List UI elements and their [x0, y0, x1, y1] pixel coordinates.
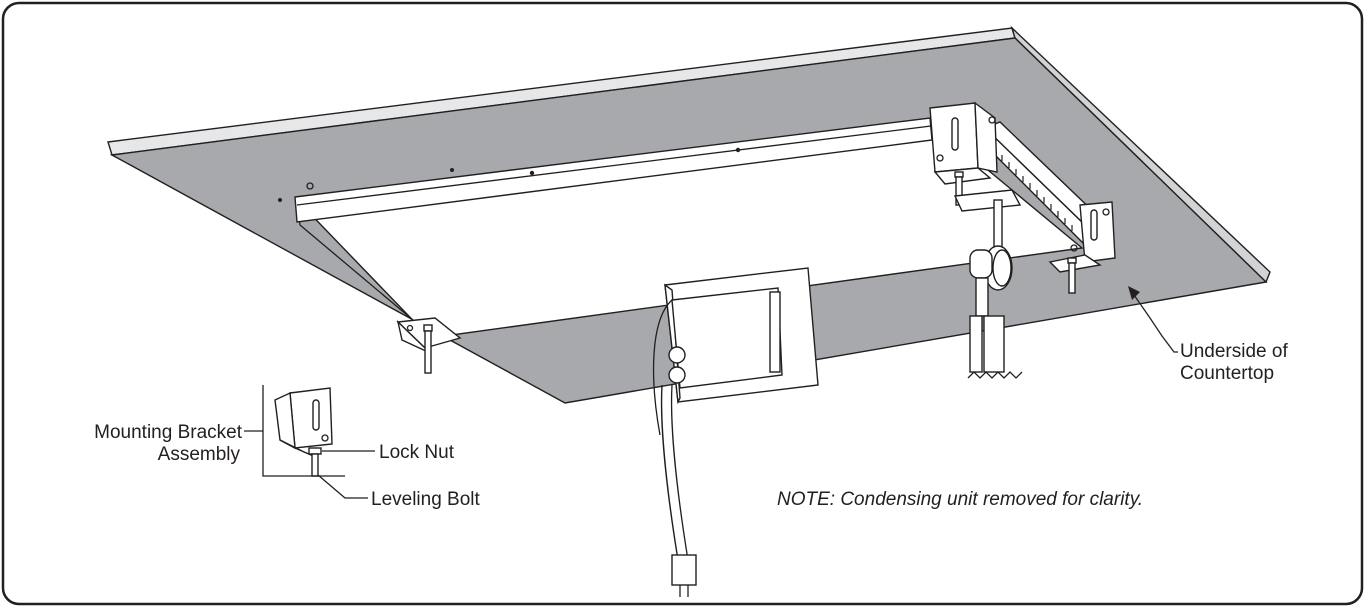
drain-pipe: [993, 199, 1003, 251]
mounting-bracket-front-left: [396, 317, 462, 374]
electrical-box: [652, 267, 819, 597]
detail-bracket-slot: [312, 399, 320, 431]
clarity-note: NOTE: Condensing unit removed for clarit…: [777, 489, 1143, 510]
bracket-detail: [262, 385, 345, 477]
back-rail-fold: [296, 125, 932, 206]
valve: [969, 249, 993, 279]
label-leveling-bolt: Leveling Bolt: [371, 489, 481, 510]
power-cord-outline: [670, 384, 689, 561]
lock-nut: [1067, 257, 1077, 264]
detail-lock-nut: [308, 447, 322, 455]
detail-leveling-bolt: [311, 453, 319, 477]
label-mounting-2: Assembly: [158, 444, 241, 465]
leader-lines: [244, 286, 1178, 499]
label-underside-1: Underside of: [1180, 341, 1288, 362]
screw-hole: [278, 198, 282, 202]
power-connector: [668, 346, 686, 364]
bracket-slot: [1090, 209, 1098, 241]
drain-flange: [953, 189, 1022, 212]
bracket-hole: [406, 324, 414, 332]
break-line: [967, 371, 1023, 379]
bracket-hole: [988, 116, 996, 124]
bracket-hole: [936, 154, 944, 162]
bracket-group-line: [262, 385, 345, 477]
rail-hole: [735, 147, 741, 153]
screw-hole: [450, 168, 454, 172]
bracket-hole: [1102, 208, 1110, 216]
cutout-depth-edge: [299, 224, 433, 337]
box-hinge: [769, 291, 781, 373]
bracket-side: [974, 101, 998, 173]
power-cord: [660, 384, 679, 561]
label-lock-nut: Lock Nut: [379, 442, 455, 463]
bracket-hole: [1070, 244, 1078, 252]
detail-bracket-plate: [289, 387, 333, 449]
hose-coil: [992, 249, 1012, 287]
rail-hole: [529, 170, 535, 176]
box-cover: [671, 287, 783, 389]
drain-assembly: [953, 189, 1023, 379]
bracket-slot: [951, 117, 959, 151]
mounting-bracket-front-right: [1048, 201, 1116, 294]
wire: [652, 299, 673, 436]
label-mounting-1: Mounting Bracket: [94, 422, 243, 443]
leveling-bolt: [1068, 262, 1076, 294]
leader-underside: [1131, 291, 1178, 353]
lock-nut: [423, 324, 433, 332]
mounting-bracket-rear-right: [929, 101, 998, 206]
supply-tube: [969, 315, 983, 373]
supply-tube: [983, 315, 1005, 373]
lock-nut: [954, 171, 964, 178]
supply-pipe: [975, 277, 989, 317]
leader-leveling-bolt: [317, 474, 368, 499]
screw-hole: [306, 182, 314, 190]
power-connector: [668, 366, 686, 384]
leveling-bolt: [424, 330, 432, 374]
power-plug: [671, 554, 697, 586]
label-underside-2: Countertop: [1180, 363, 1274, 384]
detail-bracket-hole: [321, 434, 329, 442]
leader-arrowhead: [1128, 286, 1140, 300]
